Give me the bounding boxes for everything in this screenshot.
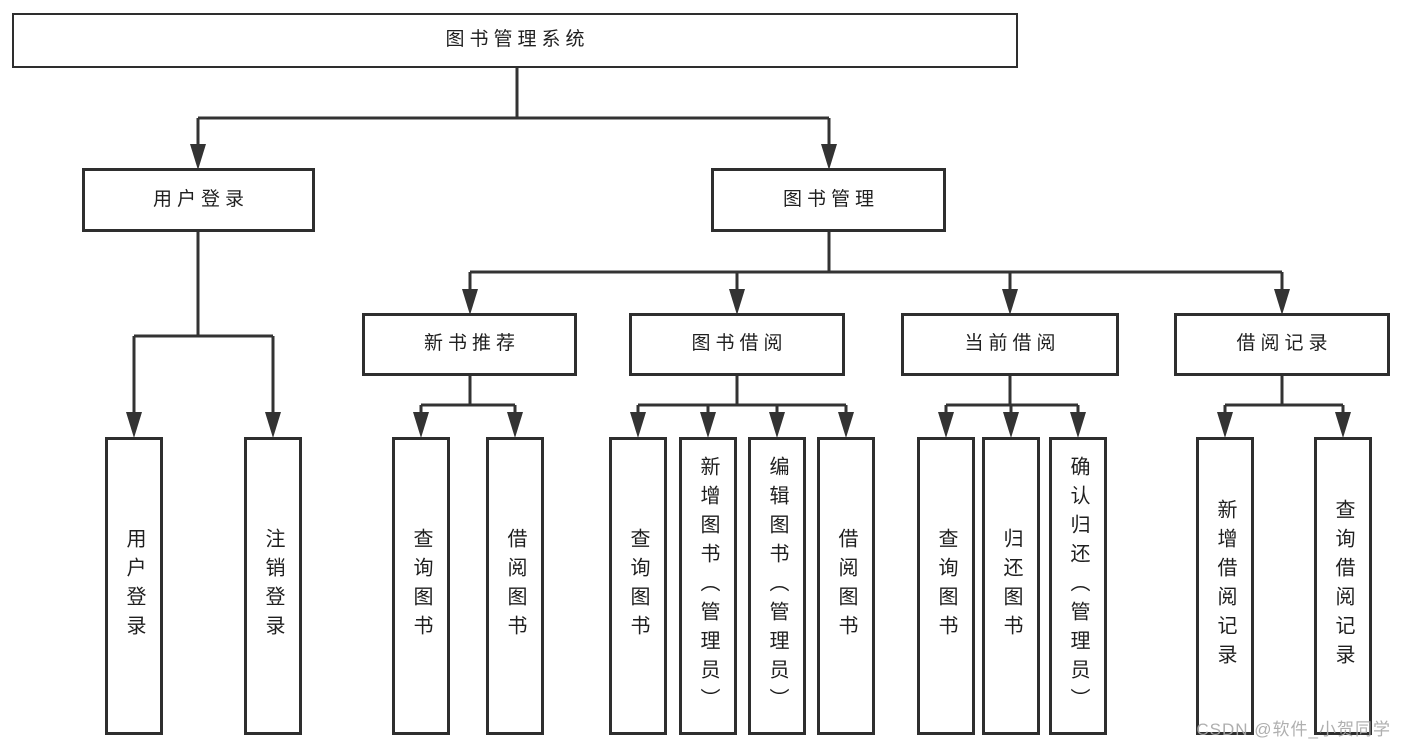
leaf-user-login: 用户登录 xyxy=(105,437,163,735)
arrow-down-icon xyxy=(507,412,523,438)
arrow-down-icon xyxy=(1002,289,1018,315)
arrow-down-icon xyxy=(413,412,429,438)
arrow-down-icon xyxy=(1003,412,1019,438)
leaf-search-books-borrowing: 查询图书 xyxy=(609,437,667,735)
node-label: 用户登录 xyxy=(152,188,249,210)
arrow-down-icon xyxy=(1335,412,1351,438)
arrow-down-icon xyxy=(938,412,954,438)
leaf-search-books-current: 查询图书 xyxy=(917,437,975,735)
node-user-login: 用户登录 xyxy=(82,168,315,232)
leaf-label: 用户登录 xyxy=(123,528,145,644)
leaf-label: 借阅图书 xyxy=(835,528,857,644)
leaf-add-books-admin: 新增图书（管理员） xyxy=(679,437,737,735)
arrow-down-icon xyxy=(265,412,281,438)
arrow-down-icon xyxy=(1070,412,1086,438)
arrow-down-icon xyxy=(126,412,142,438)
node-book-borrowing: 图书借阅 xyxy=(629,313,845,376)
watermark-text: CSDN @软件_小贺同学 xyxy=(1196,720,1391,739)
leaf-edit-books-admin: 编辑图书（管理员） xyxy=(748,437,806,735)
leaf-label: 确认归还（管理员） xyxy=(1067,455,1089,717)
leaf-label: 查询借阅记录 xyxy=(1332,499,1354,673)
arrow-down-icon xyxy=(630,412,646,438)
arrow-down-icon xyxy=(838,412,854,438)
leaf-label: 归还图书 xyxy=(1000,528,1022,644)
leaf-search-books-recommend: 查询图书 xyxy=(392,437,450,735)
leaf-confirm-return-admin: 确认归还（管理员） xyxy=(1049,437,1107,735)
node-library-management-system: 图书管理系统 xyxy=(12,13,1018,68)
node-borrowing-records: 借阅记录 xyxy=(1174,313,1390,376)
leaf-borrow-books-recommend: 借阅图书 xyxy=(486,437,544,735)
connector-path xyxy=(132,68,1345,414)
node-label: 图书管理 xyxy=(782,188,879,210)
leaf-label: 新增借阅记录 xyxy=(1214,499,1236,673)
node-label: 图书借阅 xyxy=(691,333,788,355)
arrowheads xyxy=(126,144,1351,438)
leaf-search-borrow-record: 查询借阅记录 xyxy=(1314,437,1372,735)
leaf-add-borrow-record: 新增借阅记录 xyxy=(1196,437,1254,735)
arrow-down-icon xyxy=(1274,289,1290,315)
leaf-label: 编辑图书（管理员） xyxy=(766,455,788,717)
arrow-down-icon xyxy=(821,144,837,170)
leaf-borrow-books-borrowing: 借阅图书 xyxy=(817,437,875,735)
leaf-label: 查询图书 xyxy=(935,528,957,644)
leaf-label: 注销登录 xyxy=(262,528,284,644)
arrow-down-icon xyxy=(190,144,206,170)
node-current-borrowing: 当前借阅 xyxy=(901,313,1119,376)
leaf-label: 借阅图书 xyxy=(504,528,526,644)
arrow-down-icon xyxy=(1217,412,1233,438)
node-new-book-recommendation: 新书推荐 xyxy=(362,313,577,376)
leaf-label: 新增图书（管理员） xyxy=(697,455,719,717)
leaf-return-books: 归还图书 xyxy=(982,437,1040,735)
node-label: 借阅记录 xyxy=(1236,333,1333,355)
leaf-label: 查询图书 xyxy=(410,528,432,644)
arrow-down-icon xyxy=(729,289,745,315)
node-book-management: 图书管理 xyxy=(711,168,946,232)
node-label: 图书管理系统 xyxy=(445,29,590,51)
arrow-down-icon xyxy=(462,289,478,315)
node-label: 新书推荐 xyxy=(423,333,520,355)
leaf-logout: 注销登录 xyxy=(244,437,302,735)
node-label: 当前借阅 xyxy=(964,333,1061,355)
arrow-down-icon xyxy=(769,412,785,438)
arrow-down-icon xyxy=(700,412,716,438)
leaf-label: 查询图书 xyxy=(627,528,649,644)
